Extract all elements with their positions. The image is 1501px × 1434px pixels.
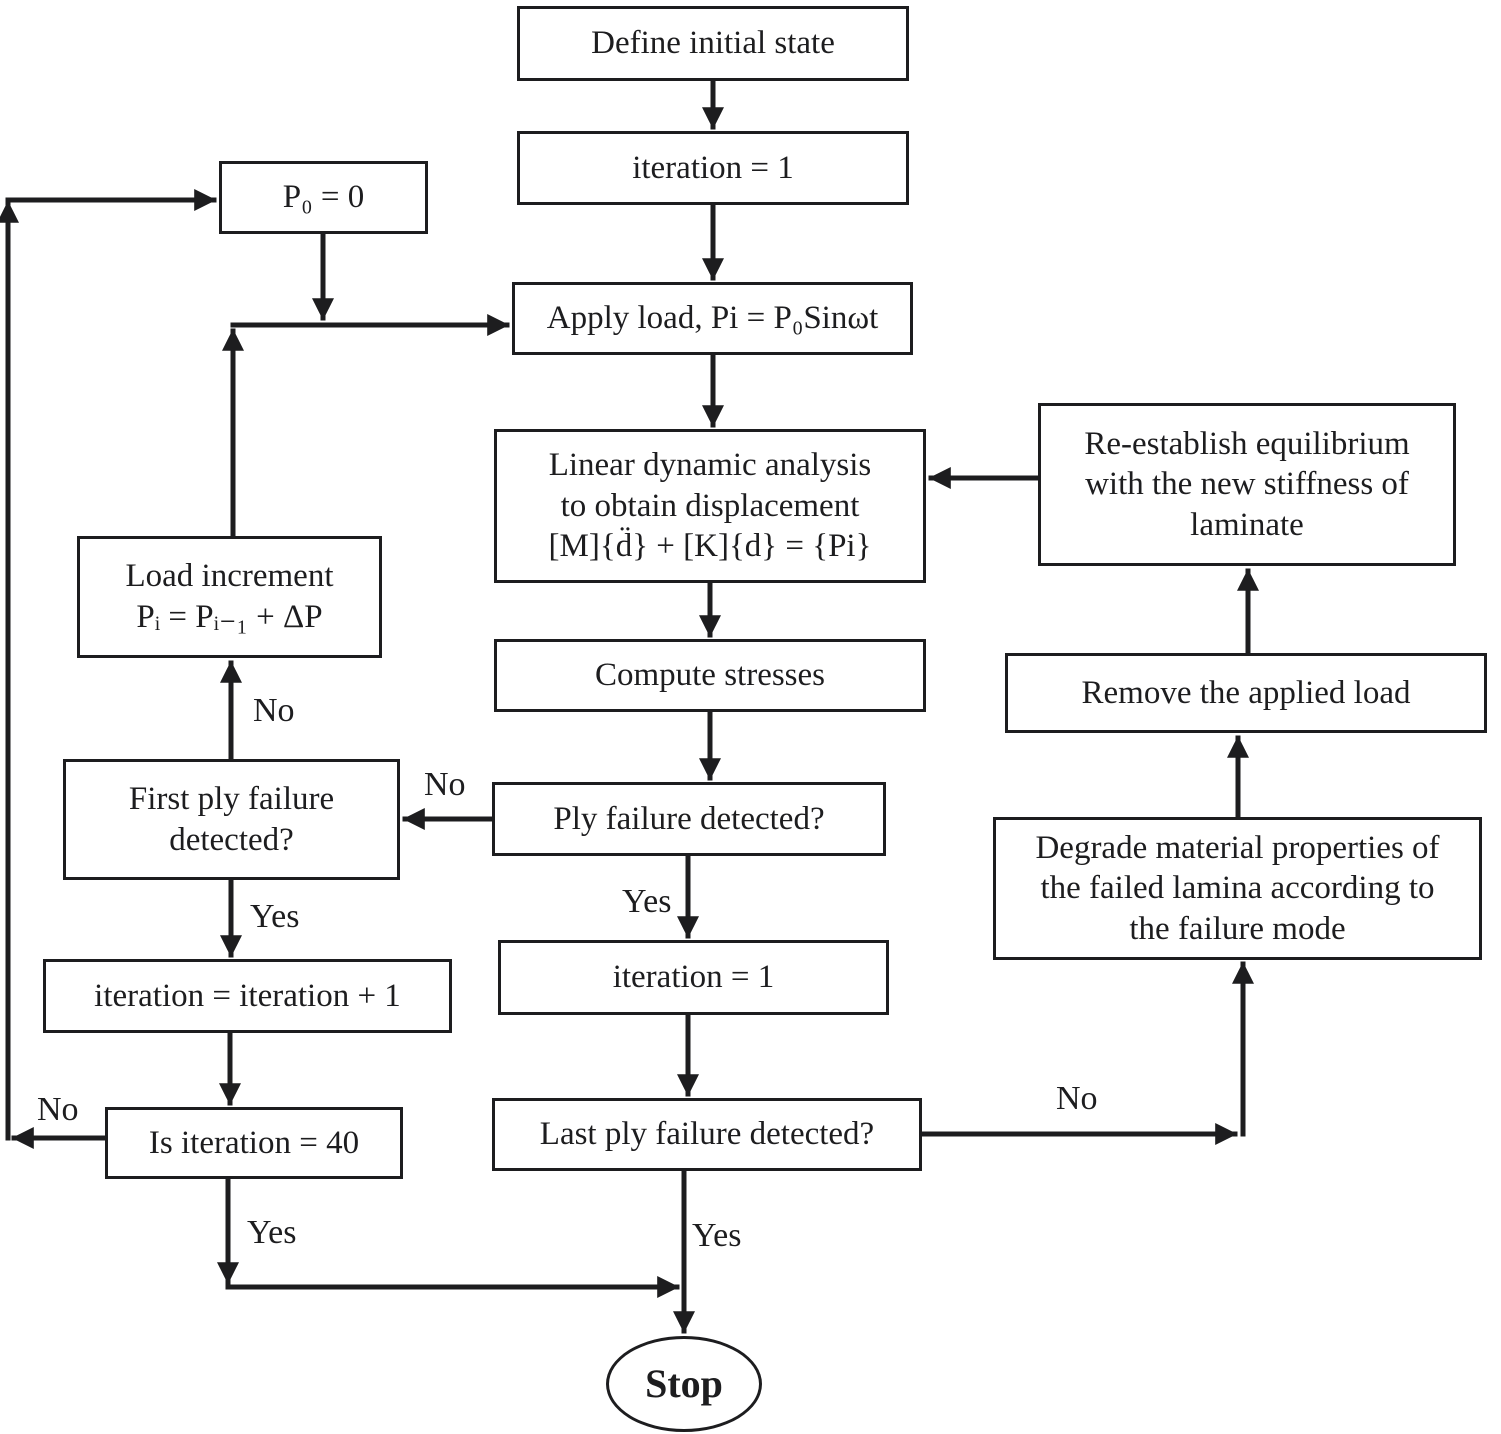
node-first-ply-failure: First ply failure detected?: [63, 759, 400, 880]
node-degrade-material: Degrade material properties of the faile…: [993, 817, 1482, 960]
node-iteration-increment-label: iteration = iteration + 1: [94, 977, 401, 1014]
node-compute-stresses-label: Compute stresses: [594, 657, 826, 694]
node-remove-applied-load-label: Remove the applied load: [1081, 674, 1411, 711]
node-iteration-init: iteration = 1: [517, 131, 909, 205]
edge-label-last-ply-no: No: [1056, 1080, 1098, 1117]
node-last-ply-failure: Last ply failure detected?: [492, 1098, 922, 1171]
edge-label-first-ply-yes: Yes: [250, 898, 300, 935]
node-stop-label: Stop: [645, 1361, 723, 1407]
node-linear-dynamic-analysis: Linear dynamic analysis to obtain displa…: [494, 429, 926, 583]
node-ply-failure: Ply failure detected?: [492, 782, 886, 856]
node-p0-reset-label: P₀ = 0: [282, 179, 365, 216]
node-load-increment: Load increment Pᵢ = Pᵢ₋₁ + ΔP: [77, 536, 382, 658]
node-apply-load-label: Apply load, Pi = P₀Sinωt: [546, 300, 879, 337]
node-iteration-init-label: iteration = 1: [632, 149, 794, 186]
node-iteration-reset-label: iteration = 1: [612, 959, 775, 996]
node-compute-stresses: Compute stresses: [494, 639, 926, 712]
node-remove-applied-load: Remove the applied load: [1005, 653, 1487, 733]
node-ply-failure-label: Ply failure detected?: [553, 800, 825, 837]
edge-label-ply-failure-yes: Yes: [622, 883, 672, 920]
node-stop: Stop: [606, 1336, 762, 1432]
node-iteration-reset: iteration = 1: [498, 940, 889, 1015]
node-last-ply-failure-label: Last ply failure detected?: [539, 1116, 875, 1153]
node-linear-dynamic-analysis-label: Linear dynamic analysis to obtain displa…: [548, 447, 872, 565]
node-is-iteration-40-label: Is iteration = 40: [148, 1124, 360, 1161]
node-degrade-material-label: Degrade material properties of the faile…: [1035, 829, 1440, 947]
edge-label-is-iteration-no: No: [37, 1091, 79, 1128]
node-reestablish-equilibrium: Re-establish equilibrium with the new st…: [1038, 403, 1456, 566]
node-define-initial-state: Define initial state: [517, 6, 909, 81]
node-load-increment-label: Load increment Pᵢ = Pᵢ₋₁ + ΔP: [125, 558, 334, 635]
node-define-initial-state-label: Define initial state: [591, 25, 835, 62]
node-apply-load: Apply load, Pi = P₀Sinωt: [512, 282, 913, 355]
edge-label-first-ply-no: No: [253, 692, 295, 729]
edge-label-is-iteration-yes: Yes: [247, 1214, 297, 1251]
node-p0-reset: P₀ = 0: [219, 161, 428, 234]
node-first-ply-failure-label: First ply failure detected?: [128, 780, 335, 858]
node-reestablish-equilibrium-label: Re-establish equilibrium with the new st…: [1084, 425, 1410, 543]
node-is-iteration-40: Is iteration = 40: [105, 1107, 403, 1179]
edge-label-last-ply-yes: Yes: [692, 1217, 742, 1254]
edge-label-ply-failure-no: No: [424, 766, 466, 803]
node-iteration-increment: iteration = iteration + 1: [43, 959, 452, 1033]
